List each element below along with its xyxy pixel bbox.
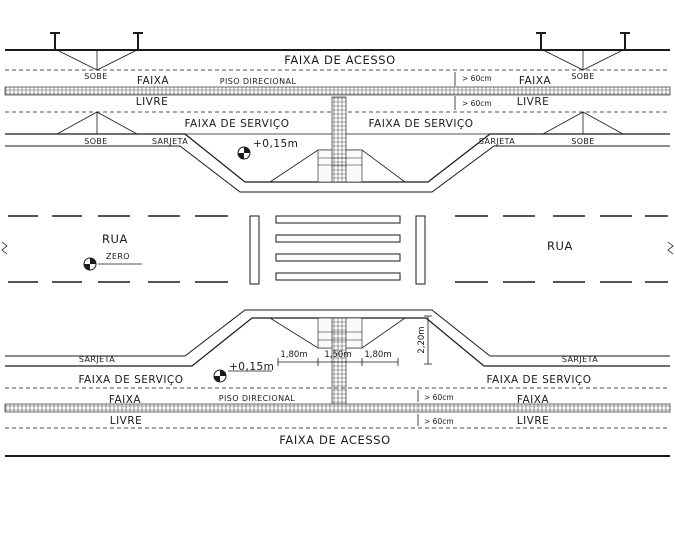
faixa-label-tl: FAIXA <box>137 75 170 87</box>
piso-direcional-bottom: PISO DIRECIONAL <box>219 394 296 403</box>
sarjeta-label-bl: SARJETA <box>79 355 115 364</box>
faixa-label-bl: FAIXA <box>109 394 142 406</box>
rua-label-left: RUA <box>102 232 128 246</box>
sobe-label-1: SOBE <box>84 72 108 81</box>
dim-180-right: 1,80m <box>364 350 391 360</box>
sobe-label-4: SOBE <box>571 137 595 146</box>
dim-150: 1,50m <box>324 350 351 360</box>
tactile-crossing-bottom <box>331 317 347 405</box>
tactile-strip-top <box>4 86 671 96</box>
faixa-servico-tl: FAIXA DE SERVIÇO <box>184 118 289 130</box>
gt60-label-1: > 60cm <box>462 74 492 83</box>
level-label-bottom: +0,15m <box>229 361 274 373</box>
faixa-label-br: FAIXA <box>517 394 550 406</box>
sobe-label-2: SOBE <box>571 72 595 81</box>
livre-label-bl: LIVRE <box>110 415 143 427</box>
faixa-acesso-top-label: FAIXA DE ACESSO <box>284 53 396 67</box>
tactile-crossing-top <box>331 96 347 183</box>
faixa-servico-tr: FAIXA DE SERVIÇO <box>368 118 473 130</box>
rua-label-right: RUA <box>547 239 573 253</box>
piso-direcional-top: PISO DIRECIONAL <box>220 77 297 86</box>
level-marker-top <box>237 146 251 160</box>
sarjeta-label-tl: SARJETA <box>152 137 188 146</box>
sobe-label-3: SOBE <box>84 137 108 146</box>
gt60-label-3: > 60cm <box>424 393 454 402</box>
sarjeta-label-tr: SARJETA <box>479 137 515 146</box>
bottom-curb <box>5 309 670 405</box>
gt60-label-4: > 60cm <box>424 417 454 426</box>
zebra-crossing <box>275 215 401 281</box>
level-marker-bottom <box>213 369 272 383</box>
livre-label-tl: LIVRE <box>136 96 169 108</box>
livre-label-br: LIVRE <box>517 415 550 427</box>
level-label-top: +0,15m <box>253 138 298 150</box>
level-marker-zero <box>83 257 142 271</box>
sarjeta-label-br: SARJETA <box>562 355 598 364</box>
gt60-label-2: > 60cm <box>462 99 492 108</box>
zero-label: ZERO <box>106 252 130 261</box>
dim-220: 2,20m <box>417 326 427 353</box>
livre-label-tr: LIVRE <box>517 96 550 108</box>
faixa-label-tr: FAIXA <box>519 75 552 87</box>
top-curb <box>5 96 670 193</box>
bottom-sidewalk <box>4 387 671 457</box>
dim-180-left: 1,80m <box>280 350 307 360</box>
faixa-servico-bl: FAIXA DE SERVIÇO <box>78 374 183 386</box>
tactile-strip-bottom <box>4 403 671 413</box>
road <box>1 215 674 285</box>
faixa-acesso-bottom-label: FAIXA DE ACESSO <box>279 433 391 447</box>
faixa-servico-br: FAIXA DE SERVIÇO <box>486 374 591 386</box>
